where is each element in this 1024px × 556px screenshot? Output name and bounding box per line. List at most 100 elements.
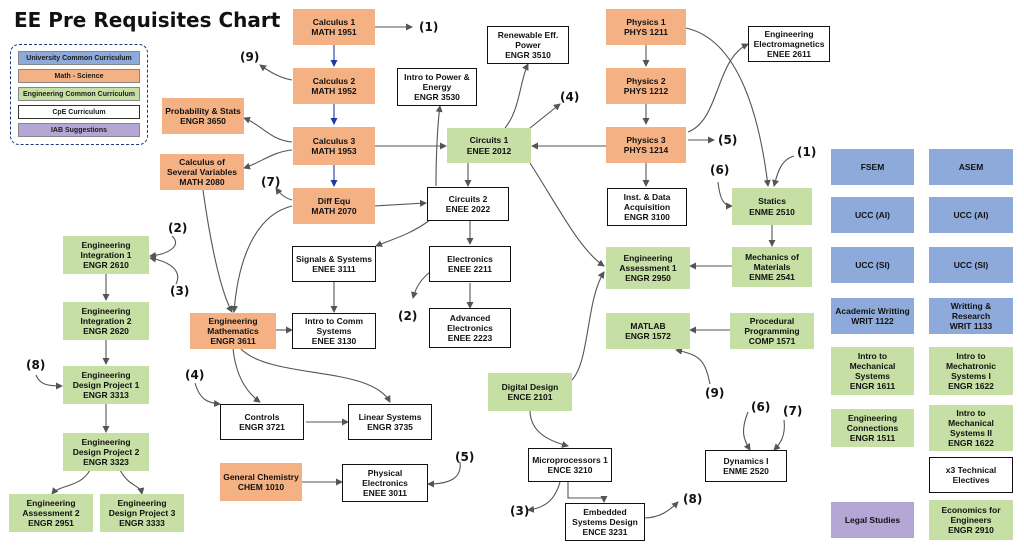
course-line: PHYS 1214	[623, 145, 669, 155]
course-line: Electronics	[447, 253, 493, 264]
marker-9b: (9)	[705, 386, 725, 400]
course-line: Electronics	[447, 322, 493, 333]
course-line: Diff Equ	[317, 195, 351, 206]
marker-1a: (1)	[419, 20, 439, 34]
course-line: ENGR 1622	[948, 438, 994, 449]
course-line: ENGR 1611	[849, 381, 896, 392]
course-line: Research	[951, 310, 991, 321]
course-line: Design Project 3	[108, 507, 176, 518]
course-line: Intro to Comm	[304, 315, 364, 326]
course-line: Acquisition	[623, 201, 671, 212]
legend-math-science: Math - Science	[18, 69, 140, 83]
course-line: Several Variables	[167, 166, 237, 177]
course-line: MATH 2080	[179, 177, 225, 188]
course-line: Engineering	[847, 412, 898, 423]
course-line: ENGR 3333	[119, 518, 165, 529]
course-line: Statics	[758, 196, 786, 207]
course-line: ENEE 2022	[445, 204, 491, 214]
course-line: ENGR 3313	[83, 390, 129, 401]
course-line: Design Project 1	[72, 379, 140, 390]
course-line: Probability & Stats	[165, 105, 241, 116]
course-line: Systems Design	[572, 516, 638, 527]
course-line: Embedded	[583, 506, 627, 517]
course-line: ENEE 2223	[447, 333, 493, 344]
legend-ucc: University Common Curriculum	[18, 51, 140, 65]
course-fsem: FSEM	[831, 149, 914, 185]
course-line: ENGR 2951	[28, 518, 74, 529]
course-line: Engineering	[81, 436, 131, 447]
course-line: Engineering	[623, 252, 673, 263]
course-line: Intro to	[956, 350, 986, 361]
course-line: ENGR 1572	[625, 331, 671, 341]
course-line: ENGR 3721	[239, 422, 285, 432]
course-line: Calculus of	[179, 156, 225, 167]
course-line: Systems	[316, 325, 352, 336]
course-line: Writting &	[950, 300, 992, 311]
course-line: ENME 2520	[723, 466, 769, 476]
marker-7b: (7)	[783, 404, 803, 418]
course-line: Physics 2	[626, 75, 666, 86]
course-line: Intro to Power &	[404, 71, 470, 82]
course-line: MATH 1953	[311, 146, 357, 156]
marker-5b: (5)	[455, 450, 475, 464]
marker-6b: (6)	[751, 400, 771, 414]
course-line: COMP 1571	[748, 336, 796, 347]
course-line: PHYS 1212	[623, 86, 669, 96]
course-line: Systems	[855, 371, 890, 381]
legend: University Common Curriculum Math - Scie…	[10, 44, 148, 145]
course-line: Linear Systems	[358, 411, 422, 422]
course-line: MATH 1951	[311, 27, 357, 37]
course-line: Inst. & Data	[623, 191, 671, 202]
course-line: General Chemistry	[223, 471, 299, 482]
course-legal-studies: Legal Studies	[831, 502, 914, 538]
course-line: Engineering	[81, 239, 131, 250]
course-line: Design Project 2	[72, 446, 140, 457]
course-line: x3 Technical	[945, 464, 997, 475]
course-line: ENCE 3231	[582, 527, 628, 538]
course-line: ENME 2510	[749, 206, 795, 217]
course-line: ENCE 3210	[547, 465, 593, 475]
marker-9a: (9)	[240, 50, 260, 64]
course-line: MATLAB	[630, 320, 666, 331]
course-line: ENGR 2910	[948, 525, 994, 536]
course-line: FSEM	[860, 161, 885, 172]
course-line: UCC (AI)	[953, 209, 989, 220]
course-line: ENEE 2012	[466, 145, 512, 156]
marker-4b: (4)	[185, 368, 205, 382]
course-line: Circuits 2	[448, 193, 488, 204]
course-line: UCC (SI)	[953, 259, 989, 270]
chart-title: EE Pre Requisites Chart	[14, 8, 281, 32]
course-line: Calculus 3	[312, 135, 356, 146]
marker-4a: (4)	[560, 90, 580, 104]
course-line: Connections	[846, 422, 899, 433]
course-line: Electromagnetics	[753, 38, 825, 49]
course-line: Controls	[244, 411, 280, 422]
course-line: ENGR 2610	[83, 260, 129, 271]
course-line: Electronics	[362, 477, 408, 488]
